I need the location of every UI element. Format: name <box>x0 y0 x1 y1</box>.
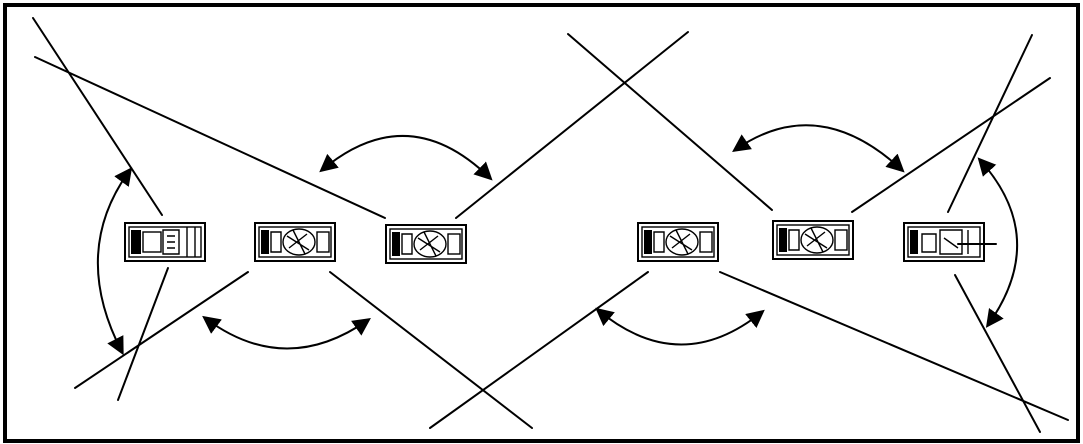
tracked-vehicle-turret-icon <box>637 222 719 262</box>
sector-line <box>34 56 386 219</box>
sector-line <box>455 31 689 219</box>
rotation-arrow <box>977 157 1019 328</box>
rotation-arrow <box>595 307 765 346</box>
rotation-arrow <box>732 124 905 173</box>
sector-line <box>719 271 1069 421</box>
sector-line <box>947 34 1033 213</box>
sector-line <box>74 271 249 389</box>
rotation-arrow <box>319 134 493 181</box>
rotation-arrow <box>96 167 133 356</box>
tracked-vehicle-turret-icon <box>772 220 854 260</box>
rotation-arrows <box>96 124 1019 356</box>
tracked-vehicle-icon <box>124 222 206 262</box>
sector-line <box>567 33 773 211</box>
tracked-vehicle-turret-icon <box>385 224 467 264</box>
rotation-arrow <box>202 315 371 350</box>
sector-line <box>329 271 533 429</box>
tracked-vehicle-gun-icon <box>903 222 997 262</box>
sector-line <box>954 274 1041 433</box>
sector-line <box>117 267 169 401</box>
tracked-vehicle-turret-icon <box>254 222 336 262</box>
sector-line <box>32 17 163 216</box>
sector-lines <box>32 17 1069 433</box>
vehicles <box>124 220 997 264</box>
sector-line <box>429 271 649 429</box>
sector-line <box>851 77 1051 213</box>
diagram-frame <box>3 3 1080 443</box>
